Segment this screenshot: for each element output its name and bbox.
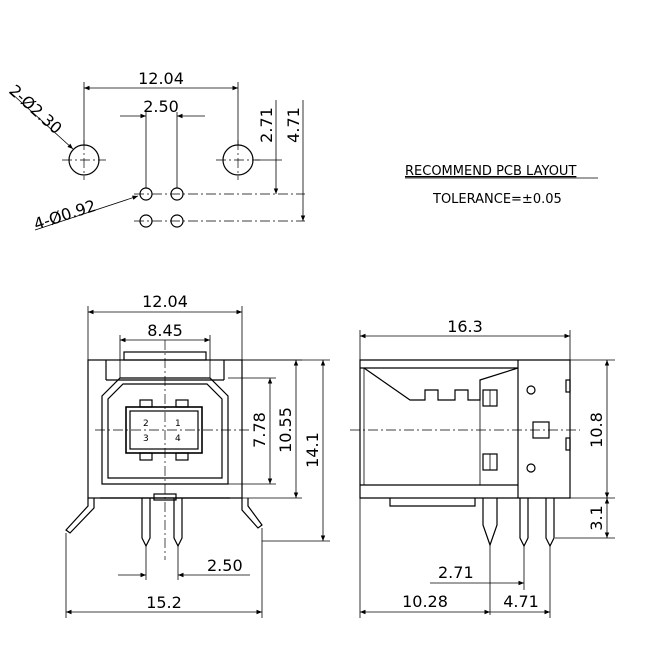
pcb-dim-v-large: 4.71 (284, 107, 303, 143)
pcb-dim-v-small: 2.71 (257, 107, 276, 143)
side-pin-2 (545, 498, 555, 548)
side-dim-271: 2.71 (438, 563, 474, 582)
tolerance-note: TOLERANCE=±0.05 (432, 192, 562, 207)
front-dim-top-width: 12.04 (142, 292, 188, 311)
pin-label-2: 2 (143, 419, 149, 429)
pin-label-3: 3 (143, 434, 149, 444)
front-dim-bottom-width: 15.2 (146, 593, 182, 612)
side-dim-471: 4.71 (503, 592, 539, 611)
side-dim-height: 10.8 (587, 412, 606, 448)
front-pins (141, 498, 183, 548)
pcb-layout-title: RECOMMEND PCB LAYOUT (405, 164, 576, 179)
pcb-centerlines (62, 140, 305, 222)
pcb-dim-width: 12.04 (138, 69, 184, 88)
front-dim-pitch: 2.50 (207, 556, 243, 575)
side-body (359, 359, 571, 499)
front-view: 2 1 3 4 12.04 8.45 7.78 (65, 292, 330, 618)
pcb-note-large-holes: 2-Ø2.30 (5, 81, 65, 138)
front-dim-h-total: 14.1 (303, 432, 322, 468)
front-dim-h-mid: 10.55 (276, 407, 295, 453)
pin-label-1: 1 (175, 419, 181, 429)
side-dim-length: 16.3 (447, 317, 483, 336)
pcb-layout-view: 12.04 2.50 2.71 4.71 2-Ø2.30 4-Ø0.92 REC… (5, 69, 598, 234)
side-pin-1 (519, 498, 529, 548)
front-leg-right (241, 498, 263, 529)
side-dim-1028: 10.28 (402, 592, 448, 611)
pcb-dim-pitch: 2.50 (143, 97, 179, 116)
side-view: 16.3 10.8 3.1 2.71 10.28 4.71 (350, 317, 615, 618)
side-dim-leg: 3.1 (587, 505, 606, 530)
pin-label-4: 4 (175, 434, 181, 444)
front-dim-inner-width: 8.45 (147, 321, 183, 340)
front-leg-left (65, 498, 95, 534)
pcb-note-small-holes: 4-Ø0.92 (31, 196, 98, 234)
side-leg-mount (482, 498, 498, 547)
front-dim-h-inner: 7.78 (250, 412, 269, 448)
